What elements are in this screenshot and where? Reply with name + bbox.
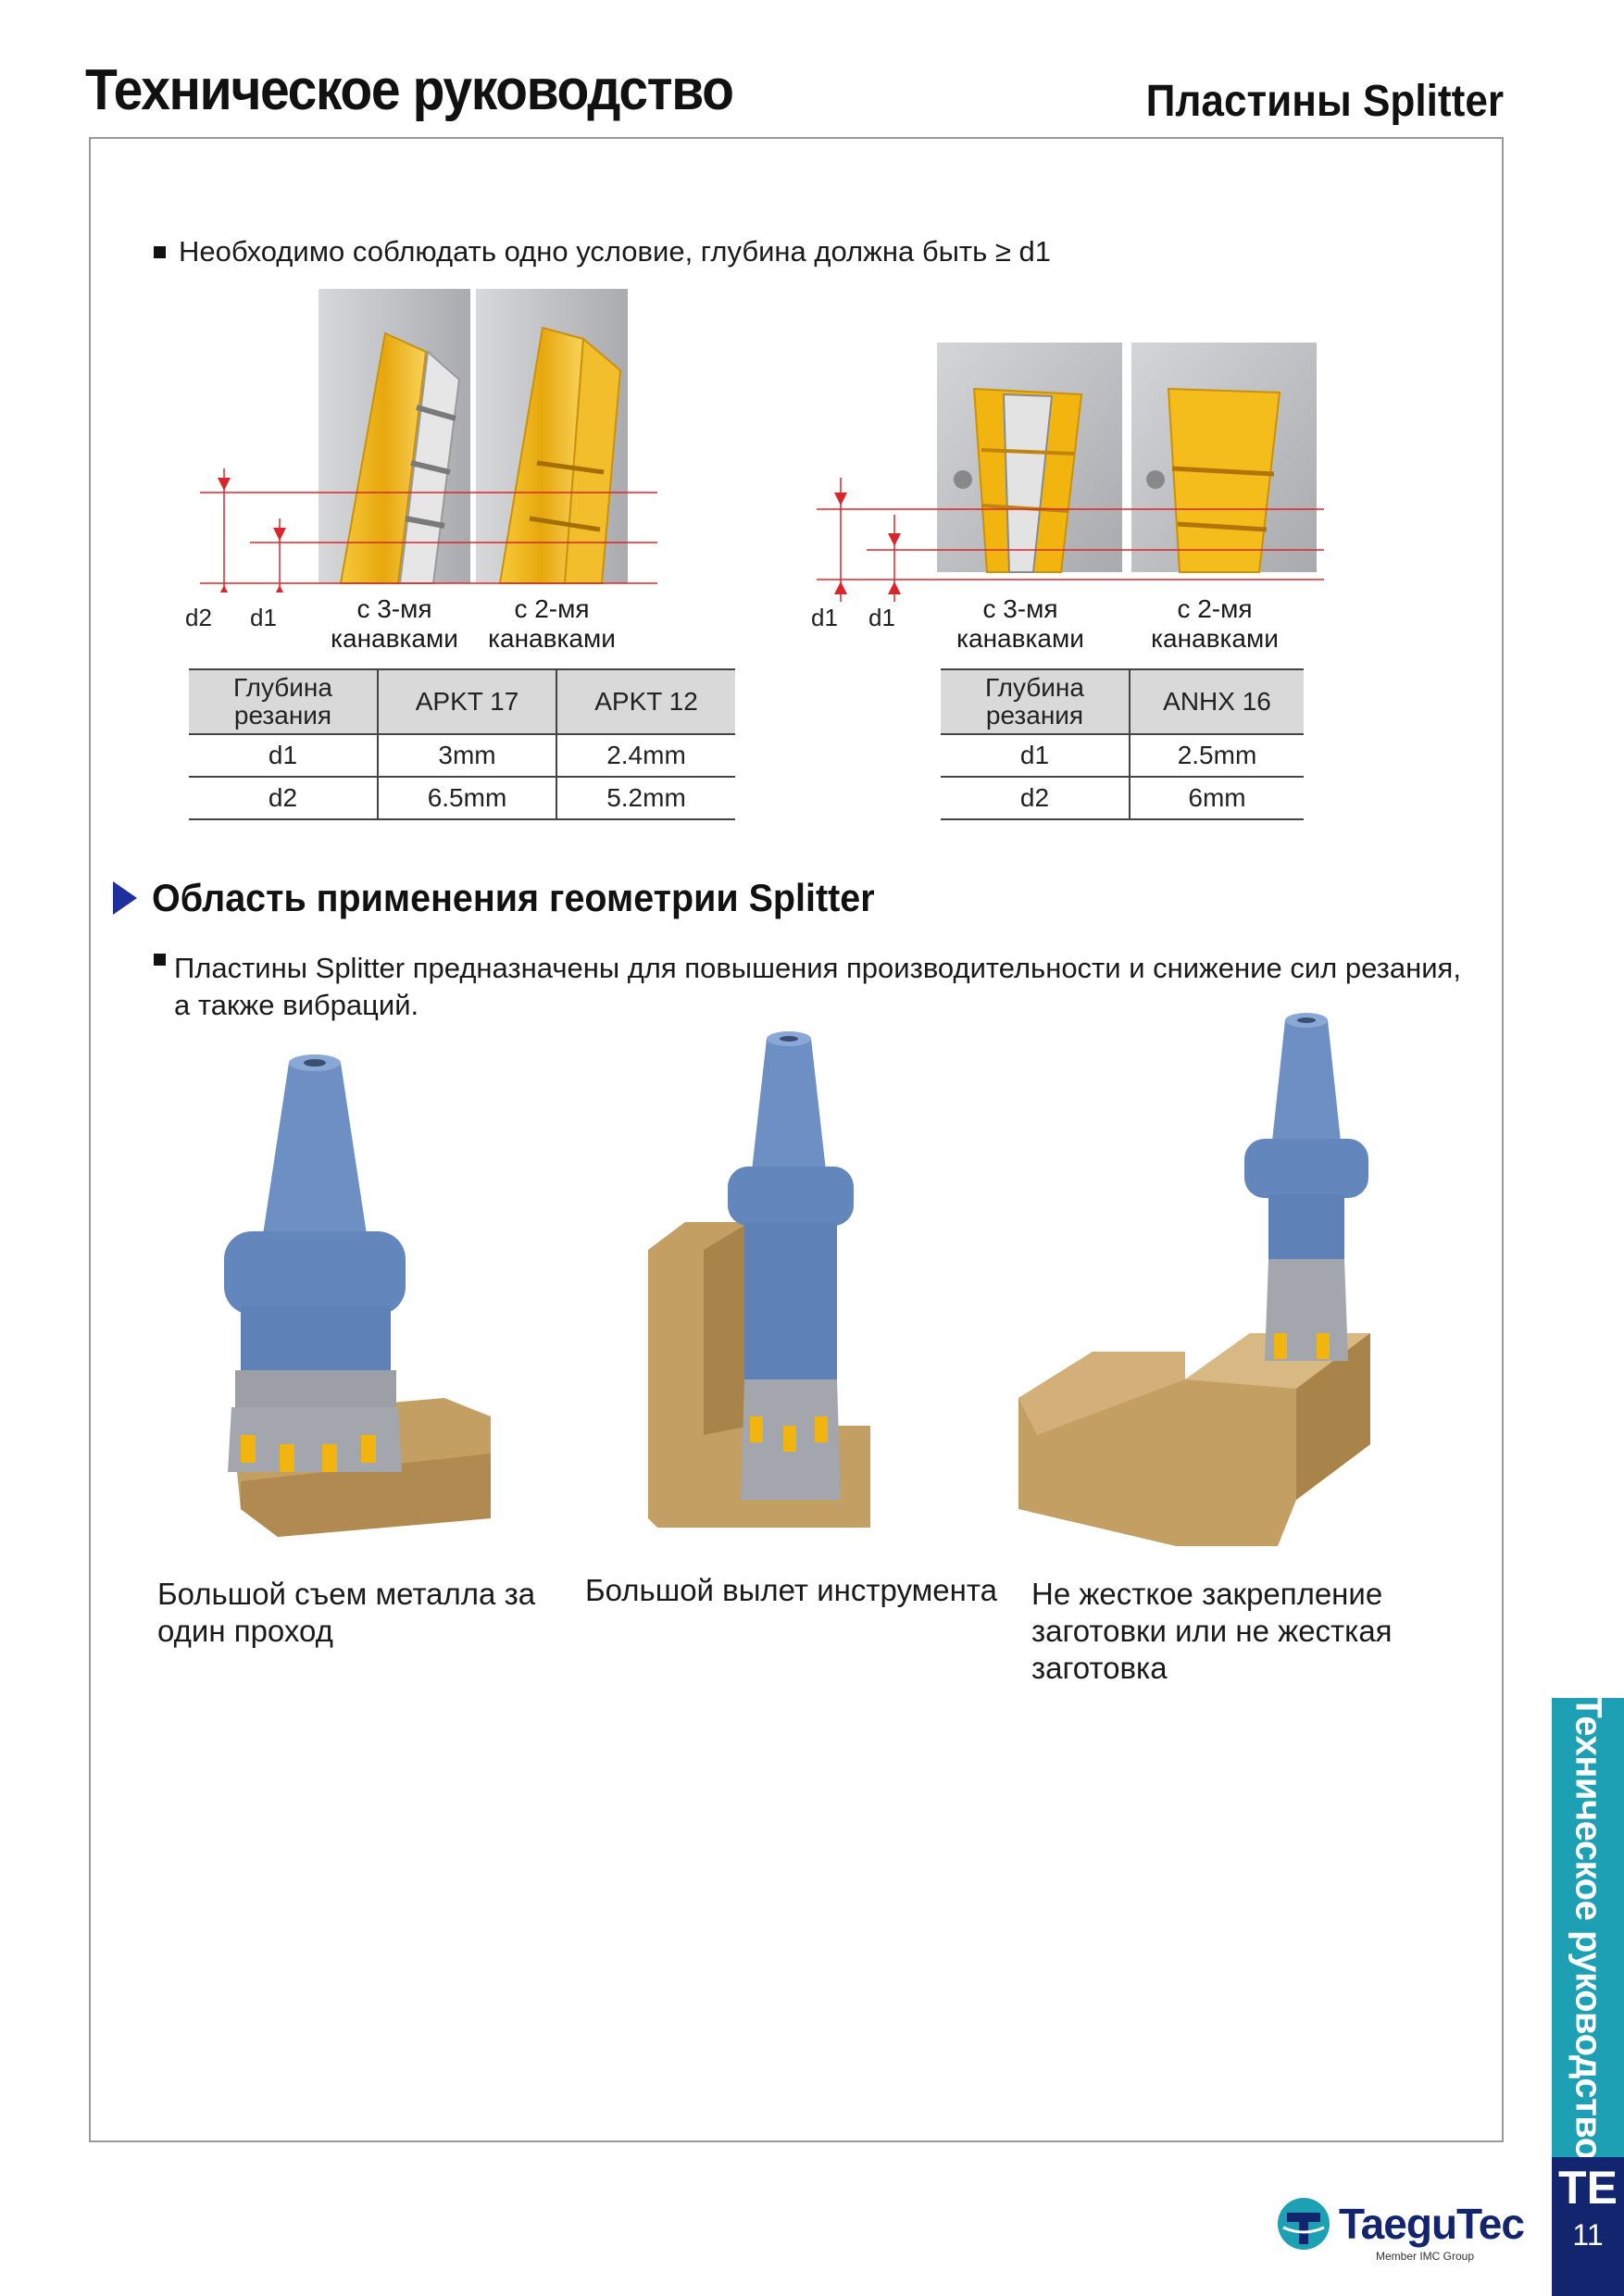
page-number: 11	[1572, 2218, 1604, 2252]
dim-label-d1: d1	[250, 604, 277, 631]
logo-name: TaeguTec	[1339, 2200, 1525, 2248]
caption-long-overhang: Большой вылет инструмента	[585, 1573, 997, 1607]
table-cell: 6.5mm	[377, 777, 556, 820]
page-title: Техническое руководство	[85, 58, 734, 122]
side-section-tab: Техническое руководство	[1552, 1695, 1624, 2160]
table-header-cell: APKT 12	[556, 668, 735, 735]
table-cell: d2	[941, 777, 1130, 820]
dim-label-d1-a: d1	[811, 604, 838, 631]
taegutec-logo: TaeguTec	[1276, 2196, 1525, 2252]
side-tab-label: Техническое руководство	[1568, 1695, 1609, 2160]
table-cell: 2.4mm	[556, 734, 735, 778]
table-cell: 2.5mm	[1129, 734, 1304, 778]
application-description: Пластины Splitter предназначены для повы…	[154, 950, 1478, 1024]
illustration-large-removal	[213, 1046, 491, 1541]
taegutec-emblem-icon	[1278, 2198, 1330, 2250]
illustration-long-overhang	[648, 1028, 889, 1551]
groove-label-3: с 3-мя канавками	[331, 594, 458, 653]
illustration-unstable-fixture	[1018, 1009, 1389, 1569]
section-code: TE	[1558, 2162, 1618, 2214]
section-code-box: TE 11	[1552, 2157, 1624, 2296]
table-header-cell: APKT 17	[377, 668, 556, 735]
caption-unstable-fixture: Не жесткое закрепление заготовки или не …	[1031, 1577, 1393, 1685]
right-insert-diagram	[806, 339, 1324, 607]
content-frame	[89, 137, 1504, 2142]
condition-bullet: Необходимо соблюдать одно условие, глуби…	[154, 235, 1051, 268]
groove-label-right-3: с 3-мя канавками	[956, 594, 1084, 653]
page-subtitle: Пластины Splitter	[1145, 77, 1504, 126]
table-header-cell: Глубина резания	[189, 668, 378, 735]
dim-label-d2: d2	[185, 604, 212, 631]
table-cell: d1	[189, 734, 378, 778]
section-title: Область применения геометрии Splitter	[152, 876, 875, 919]
triangle-marker-icon	[113, 881, 137, 915]
application-section-heading: Область применения геометрии Splitter	[113, 876, 920, 920]
bullet-square-icon	[154, 246, 166, 258]
description-text: Пластины Splitter предназначены для повы…	[174, 952, 1461, 1021]
right-insert-illustration	[817, 343, 1324, 602]
bullet-square-icon	[154, 954, 166, 966]
table-cell: 5.2mm	[556, 777, 735, 820]
table-header-cell: Глубина резания	[941, 668, 1130, 735]
left-insert-diagram	[185, 287, 667, 593]
table-cell: d2	[189, 777, 378, 820]
table-row: d1 3mm 2.4mm	[189, 734, 735, 778]
milling-tool-illustration	[224, 1054, 491, 1537]
table-row: d2 6.5mm 5.2mm	[189, 777, 735, 820]
groove-label-right-2: с 2-мя канавками	[1151, 594, 1279, 653]
dim-label-d1-b: d1	[868, 604, 895, 631]
caption-large-removal: Большой съем металла за один проход	[157, 1577, 536, 1648]
table-row: d2 6mm	[941, 777, 1304, 820]
groove-label-2: с 2-мя канавками	[488, 594, 616, 653]
depth-table-anhx: Глубина резания ANHX 16 d1 2.5mm d2 6mm	[941, 668, 1304, 820]
condition-text: Необходимо соблюдать одно условие, глуби…	[179, 235, 1051, 268]
table-header-row: Глубина резания APKT 17 APKT 12	[189, 668, 735, 735]
table-cell: 6mm	[1129, 777, 1304, 820]
table-header-row: Глубина резания ANHX 16	[941, 668, 1304, 735]
left-insert-illustration	[200, 289, 657, 593]
table-row: d1 2.5mm	[941, 734, 1304, 778]
table-cell: 3mm	[377, 734, 556, 778]
logo-tagline: Member IMC Group	[1376, 2250, 1475, 2263]
depth-table-apkt: Глубина резания APKT 17 APKT 12 d1 3mm 2…	[189, 668, 735, 820]
table-cell: d1	[941, 734, 1130, 778]
milling-tool-illustration	[1018, 1013, 1370, 1546]
milling-tool-illustration	[648, 1031, 870, 1528]
table-header-cell: ANHX 16	[1129, 668, 1304, 735]
